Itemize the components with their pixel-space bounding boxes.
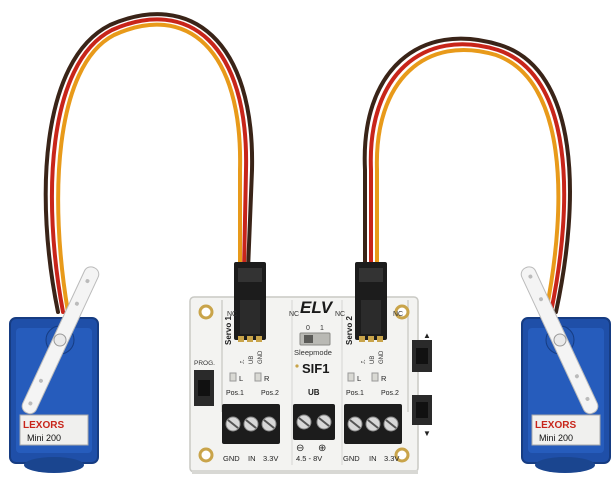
servo2-label: Servo 2 [345, 316, 354, 345]
led-r-right [371, 372, 379, 382]
left-led-l-label: L [239, 374, 243, 383]
right-servo-cable [362, 36, 572, 314]
servo2-connector [355, 262, 387, 342]
left-33v-label: 3.3V [263, 454, 278, 463]
right-led-l-label: L [357, 374, 361, 383]
servo1-connector [234, 262, 266, 342]
nc-label: NC [393, 311, 403, 318]
mounting-hole [394, 447, 410, 463]
right-servo-model: Mini 200 [539, 433, 573, 443]
left-servo-brand: LEXORS [23, 420, 64, 431]
servo2-pin-labels: ⎍ UB GND [361, 350, 385, 364]
switch-pos-1-label: 1 [320, 325, 324, 332]
right-gnd-label: GND [343, 454, 360, 463]
left-pos2-label: Pos.2 [261, 390, 279, 397]
prog-button[interactable] [194, 370, 214, 406]
via-dot [295, 364, 299, 368]
prog-label: PROG. [194, 360, 215, 367]
arrow-up-icon: ▲ [423, 331, 431, 340]
left-in-label: IN [248, 454, 256, 463]
servo1-label: Servo 1 [224, 316, 233, 345]
left-servo-model: Mini 200 [27, 433, 61, 443]
right-servo: LEXORS Mini 200 [520, 266, 611, 473]
right-servo-brand: LEXORS [535, 420, 576, 431]
pin-ub-label: UB [249, 356, 255, 364]
plus-icon: ⊕ [318, 443, 326, 454]
nc-label: NC [289, 311, 299, 318]
elv-logo: ELV [300, 298, 334, 317]
sleepmode-switch[interactable] [299, 332, 331, 346]
pin-signal-label: ⎍ [240, 359, 246, 364]
right-led-r-label: R [381, 374, 387, 383]
minus-icon: ⊖ [296, 443, 304, 454]
nc-label: NC [335, 311, 345, 318]
left-screw-terminal [222, 404, 280, 444]
left-pos1-label: Pos.1 [226, 390, 244, 397]
pin-ub-label: UB [370, 356, 376, 364]
left-servo-cable [43, 12, 255, 314]
led-r-left [254, 372, 262, 382]
pin-gnd-label: GND [379, 350, 385, 364]
left-gnd-label: GND [223, 454, 240, 463]
right-33v-label: 3.3V [384, 454, 399, 463]
down-button[interactable] [412, 395, 432, 425]
up-button[interactable] [412, 340, 432, 372]
right-screw-terminal [344, 404, 402, 444]
arrow-down-icon: ▼ [423, 429, 431, 438]
voltage-label: 4.5 - 8V [296, 454, 322, 463]
sif1-model-label: SIF1 [302, 361, 329, 376]
switch-pos-0-label: 0 [306, 325, 310, 332]
power-screw-terminal [293, 404, 335, 440]
pin-gnd-label: GND [258, 350, 264, 364]
mounting-hole [198, 447, 214, 463]
mounting-hole [198, 304, 214, 320]
pin-signal-label: ⎍ [361, 359, 367, 364]
left-servo: LEXORS Mini 200 [9, 266, 100, 473]
servo1-pin-labels: ⎍ UB GND [240, 350, 264, 364]
led-l-right [347, 372, 355, 382]
sleepmode-label: Sleepmode [294, 348, 332, 357]
left-led-r-label: R [264, 374, 270, 383]
ub-label: UB [308, 388, 320, 397]
right-in-label: IN [369, 454, 377, 463]
nc-label: NC [227, 311, 237, 318]
led-l-left [229, 372, 237, 382]
mounting-hole [394, 304, 410, 320]
right-pos2-label: Pos.2 [381, 390, 399, 397]
right-pos1-label: Pos.1 [346, 390, 364, 397]
